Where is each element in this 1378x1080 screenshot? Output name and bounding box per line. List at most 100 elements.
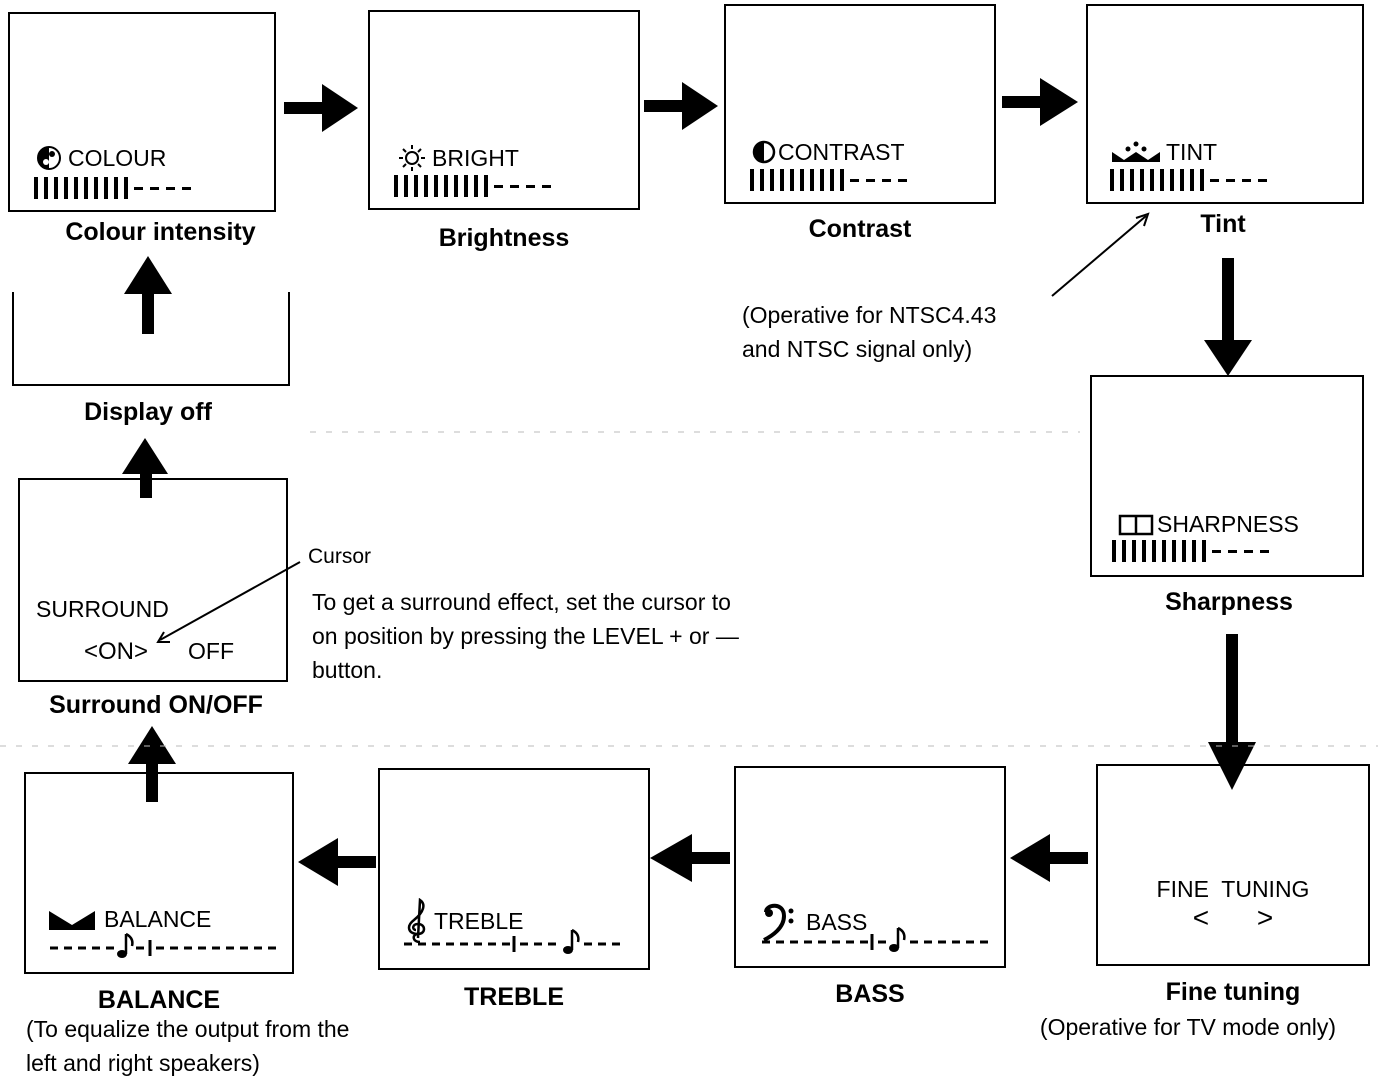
fine-tuning-note: (Operative for TV mode only) [1039,1014,1337,1040]
level-tick [64,177,68,199]
sharpness-screen: SHARPNESS [1090,375,1364,577]
level-dash [526,184,535,188]
surround-label: SURROUND [36,596,169,622]
display-off-caption: Display off [84,398,212,426]
surround-note: To get a surround effect, set the cursor… [312,589,739,683]
level-tick [750,169,754,191]
level-tick [1112,540,1116,562]
level-dash [182,186,191,190]
fine-tuning-arrows: < > [1192,902,1294,933]
level-dash [1228,549,1237,553]
arrow-down-icon [1204,258,1252,376]
level-tick [54,177,58,199]
bass-scale [762,926,988,952]
balance-caption: BALANCE [97,986,221,1014]
level-tick [1200,169,1204,191]
music-note-icon [117,932,134,958]
tint-screen: TINT [1086,4,1364,204]
level-tick [114,177,118,199]
level-dash [150,186,159,190]
arrow-down-icon [1208,634,1256,790]
contrast-caption: Contrast [808,215,912,243]
treble-scale [404,928,620,954]
arrow-right-icon [284,84,358,132]
arrow-up-icon [124,256,172,334]
music-note-icon [889,926,906,952]
level-tick [840,169,844,191]
level-tick [94,177,98,199]
level-dash [494,184,503,188]
level-dash [510,184,519,188]
level-tick [820,169,824,191]
level-tick [1150,169,1154,191]
level-tick [1140,169,1144,191]
contrast-screen: CONTRAST [724,4,996,204]
level-dash [850,178,859,182]
treble-clef-icon [407,898,426,944]
bass-caption: BASS [835,980,905,1008]
level-dash [542,184,551,188]
tint-icon [1112,141,1160,162]
sharpness-icon [1118,514,1154,535]
colour-screen: COLOUR [8,12,276,212]
balance-icon [49,910,95,930]
level-tick [800,169,804,191]
level-dash [1258,178,1267,182]
level-tick [124,177,128,199]
level-dash [882,178,891,182]
level-dash [1244,549,1253,553]
level-tick [394,175,398,197]
level-tick [454,175,458,197]
level-tick [780,169,784,191]
balance-label: BALANCE [48,908,211,931]
sun-icon [399,145,425,171]
level-tick [464,175,468,197]
level-tick [414,175,418,197]
fine-tuning-screen: FINE TUNING < > [1096,764,1370,966]
level-tick [444,175,448,197]
balance-scale [50,932,276,958]
contrast-label: CONTRAST [752,140,905,164]
level-tick [1130,169,1134,191]
level-tick [810,169,814,191]
level-tick [1162,540,1166,562]
level-tick [34,177,38,199]
level-tick [1142,540,1146,562]
tint-label: TINT [1110,140,1217,164]
level-tick [1170,169,1174,191]
arrow-right-icon [1002,78,1078,126]
sharpness-level-bar [1112,539,1276,563]
tint-caption: Tint [1200,210,1246,238]
level-tick [1192,540,1196,562]
surround-on-option: <ON> [84,638,149,665]
level-tick [790,169,794,191]
level-tick [1122,540,1126,562]
level-dash [166,186,175,190]
cursor-note: Cursor [308,545,372,568]
bass-screen: BASS [734,766,1006,968]
fine-tuning-label: FINE TUNING [1156,876,1310,902]
fine-tuning-caption: Fine tuning [1165,978,1301,1006]
colour-icon [37,146,61,170]
bright-label: BRIGHT [398,144,519,172]
bright-screen: BRIGHT [368,10,640,210]
level-tick [484,175,488,197]
level-tick [1182,540,1186,562]
level-tick [104,177,108,199]
colour-caption: Colour intensity [65,218,256,246]
level-tick [1152,540,1156,562]
level-tick [1180,169,1184,191]
level-dash [134,186,143,190]
level-tick [404,175,408,197]
bass-clef-icon [763,903,794,942]
treble-screen: TREBLE [378,768,650,970]
sharpness-caption: Sharpness [1165,588,1293,616]
surround-caption: Surround ON/OFF [49,691,263,719]
level-tick [74,177,78,199]
level-tick [424,175,428,197]
level-tick [434,175,438,197]
level-tick [1132,540,1136,562]
arrow-left-icon [650,834,730,882]
level-dash [1212,549,1221,553]
